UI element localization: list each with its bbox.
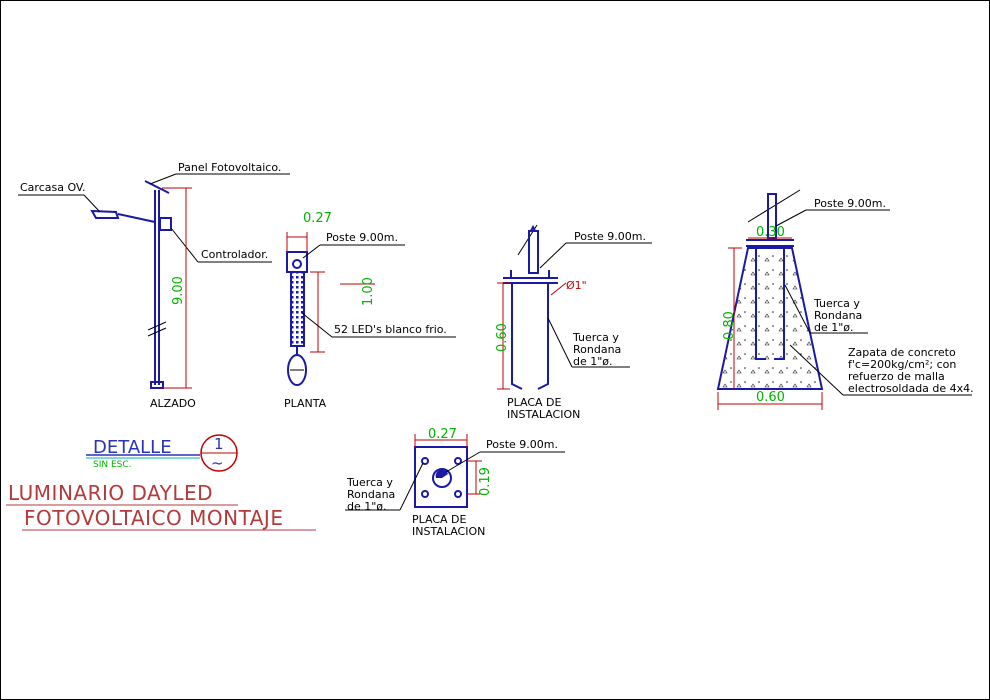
- anchor-bolt-left: [511, 283, 523, 390]
- placa-height-dim: 0.60: [495, 323, 510, 352]
- placa-tuerca-3: de 1"ø.: [573, 355, 613, 368]
- detail-symbol: ~: [211, 454, 224, 472]
- alzado-label: ALZADO: [150, 397, 196, 410]
- plan-tuerca-1: Tuerca y: [346, 476, 393, 489]
- anchor-bolt-right: [537, 283, 549, 390]
- footing-body: [716, 247, 824, 390]
- alzado-height-dim: 9.00: [171, 276, 186, 305]
- zapata-tuerca-1: Tuerca y: [813, 297, 860, 310]
- carcasa-label: Carcasa OV.: [20, 181, 86, 194]
- zapata-note-2: f'c=200kg/cm²; con: [848, 358, 956, 371]
- planta-view: 0.27 1.00 Poste 9.00m. 52 LED's blanco f…: [284, 211, 456, 410]
- controller-box: [159, 217, 172, 231]
- planta-label: PLANTA: [284, 397, 327, 410]
- zapata-tuerca-2: Rondana: [814, 309, 862, 322]
- panel-label: Panel Fotovoltaico.: [178, 161, 281, 174]
- bolt-hole: [421, 457, 429, 465]
- zapata-footing: Poste 9.00m. 0.30 0.80 0.60 Tuerca y Ron…: [716, 189, 974, 410]
- zapata-note-4: electrosoldada de 4x4.: [848, 382, 974, 395]
- zapata-height-dim: 0.80: [722, 311, 737, 340]
- zapata-poste-label: Poste 9.00m.: [814, 197, 886, 210]
- planta-width-dim: 0.27: [303, 211, 332, 226]
- placa-poste-label: Poste 9.00m.: [574, 230, 646, 243]
- led-label: 52 LED's blanco frio.: [334, 323, 447, 336]
- plan-tuerca-3: de 1"ø.: [347, 500, 387, 513]
- placa-diam-label: Ø1": [566, 279, 587, 292]
- detail-number: 1: [214, 435, 224, 453]
- zapata-bolt-left: [755, 246, 766, 360]
- plan-width-dim: 0.27: [428, 427, 457, 442]
- placa-tuerca-1: Tuerca y: [572, 331, 619, 344]
- main-title: LUMINARIO DAYLED FOTOVOLTAICO MONTAJE: [6, 481, 316, 531]
- planta-lamp: [287, 354, 307, 386]
- placa-tuerca-2: Rondana: [573, 343, 621, 356]
- bolt-hole: [454, 490, 462, 498]
- zapata-top-dim: 0.30: [756, 225, 785, 240]
- planta-height-dim: 1.00: [361, 277, 376, 306]
- pole-section: [432, 468, 452, 488]
- placa-label-2: INSTALACION: [507, 408, 580, 421]
- bolt-hole: [454, 457, 462, 465]
- solar-panel: [144, 180, 170, 194]
- planta-poste-label: Poste 9.00m.: [326, 231, 398, 244]
- title-line-1: LUMINARIO DAYLED: [8, 481, 213, 505]
- plan-plate: [414, 446, 468, 508]
- zapata-bolt-right: [774, 246, 785, 360]
- placa-label-1: PLACA DE: [507, 396, 562, 409]
- zapata-bottom-dim: 0.60: [756, 390, 785, 405]
- detail-title: DETALLE: [93, 437, 172, 458]
- placa-plan: 0.27 0.19 Poste 9.00m. Tuerca y Rondana …: [345, 427, 565, 538]
- plan-label-1: PLACA DE: [412, 513, 467, 526]
- plan-label-2: INSTALACION: [412, 525, 485, 538]
- zapata-note-1: Zapata de concreto: [848, 346, 956, 359]
- arm: [117, 213, 156, 223]
- zapata-note-3: refuerzo de malla: [848, 370, 945, 383]
- alzado-elevation: Panel Fotovoltaico. Carcasa OV. Controla…: [18, 161, 290, 410]
- plan-height-dim: 0.19: [478, 467, 493, 496]
- title-line-2: FOTOVOLTAICO MONTAJE: [24, 506, 283, 530]
- detail-tag: DETALLE SIN ESC. 1 ~: [86, 434, 238, 472]
- bolt-hole: [421, 490, 429, 498]
- plan-tuerca-2: Rondana: [347, 488, 395, 501]
- detail-scale: SIN ESC.: [93, 460, 132, 470]
- placa-elevation: Poste 9.00m. Ø1" 0.60 Tuerca y Rondana d…: [495, 224, 652, 421]
- plan-poste-label: Poste 9.00m.: [486, 438, 558, 451]
- controlador-label: Controlador.: [201, 248, 268, 261]
- placa-pole-stub: [528, 230, 539, 274]
- zapata-tuerca-3: de 1"ø.: [814, 321, 854, 334]
- lamp-housing: [90, 209, 120, 219]
